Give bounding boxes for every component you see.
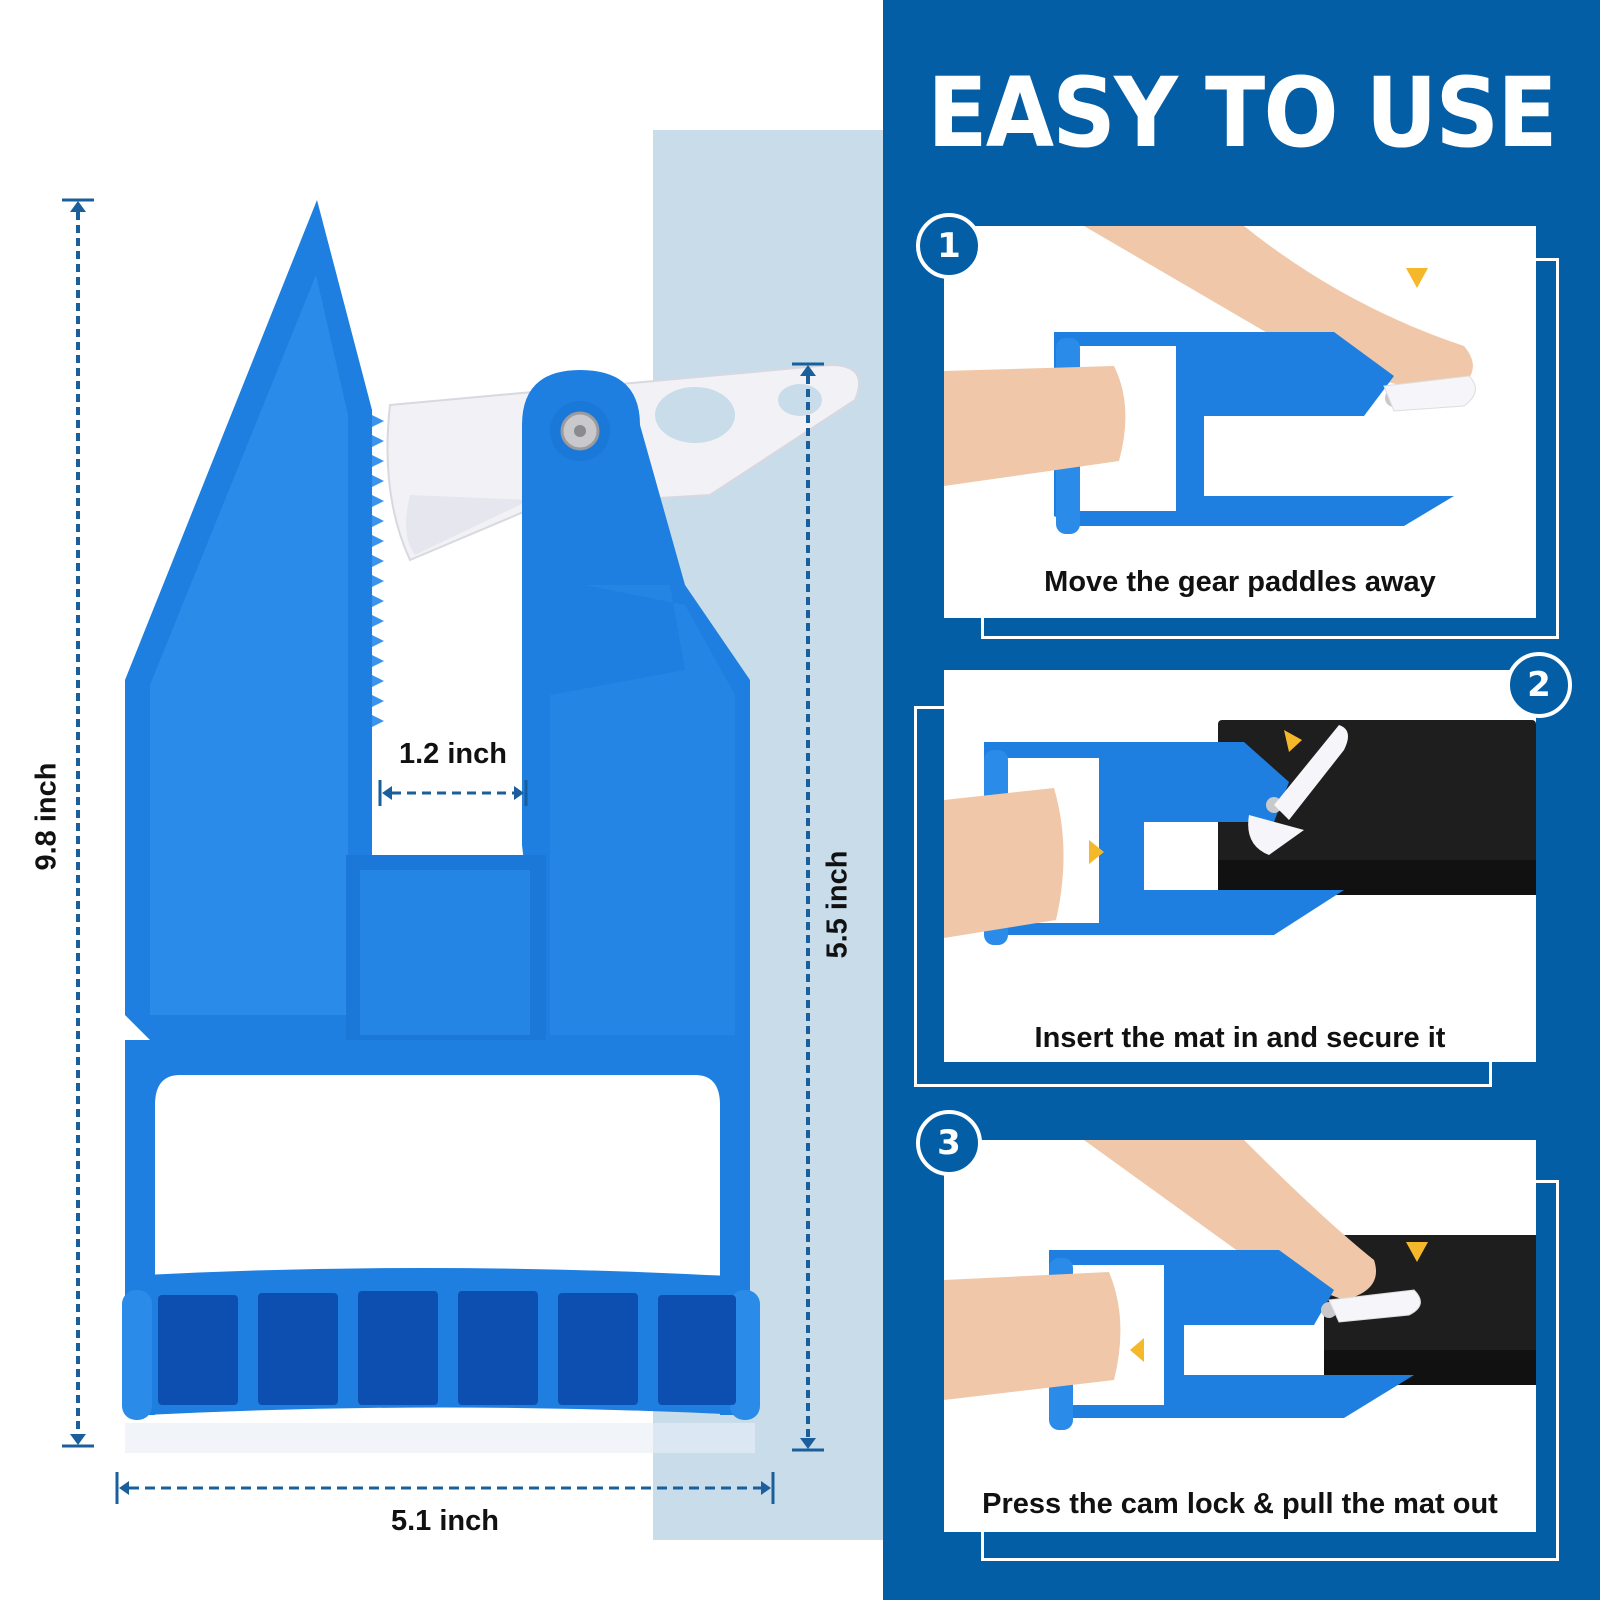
step-2-illustration <box>944 720 1536 945</box>
step-2-badge: 2 <box>1506 652 1572 718</box>
jaw-height-dimension-label: 5.5 inch <box>821 850 854 959</box>
step-3-card: Press the cam lock & pull the mat out <box>944 1140 1536 1532</box>
step-3-caption: Press the cam lock & pull the mat out <box>982 1488 1498 1520</box>
right-arrow-icon <box>1089 840 1104 864</box>
opening-dimension-label: 1.2 inch <box>399 738 507 770</box>
down-arrow-icon <box>1406 268 1428 288</box>
step-3-badge: 3 <box>916 1110 982 1176</box>
step-2-card: Insert the mat in and secure it <box>944 670 1536 1062</box>
step-2-caption: Insert the mat in and secure it <box>1034 1022 1446 1054</box>
width-dimension-line <box>115 1472 775 1504</box>
step-1-badge: 1 <box>916 213 982 279</box>
step-3-illustration <box>944 1140 1536 1430</box>
width-dimension-label: 5.1 inch <box>391 1505 499 1537</box>
height-dimension-line <box>62 198 94 1448</box>
step-1-card: Move the gear paddles away <box>944 226 1536 618</box>
step-1-caption: Move the gear paddles away <box>1044 566 1436 598</box>
left-arrow-icon <box>1130 1338 1144 1362</box>
product-image <box>110 195 870 1455</box>
diagonal-arrow-icon <box>1284 730 1302 752</box>
step-1-illustration <box>944 226 1476 534</box>
jaw-height-dimension-line <box>792 362 824 1452</box>
panel-title: EASY TO USE <box>927 57 1557 169</box>
height-dimension-label: 9.8 inch <box>30 762 63 871</box>
down-arrow-icon <box>1406 1242 1428 1262</box>
opening-dimension-line <box>378 778 528 808</box>
